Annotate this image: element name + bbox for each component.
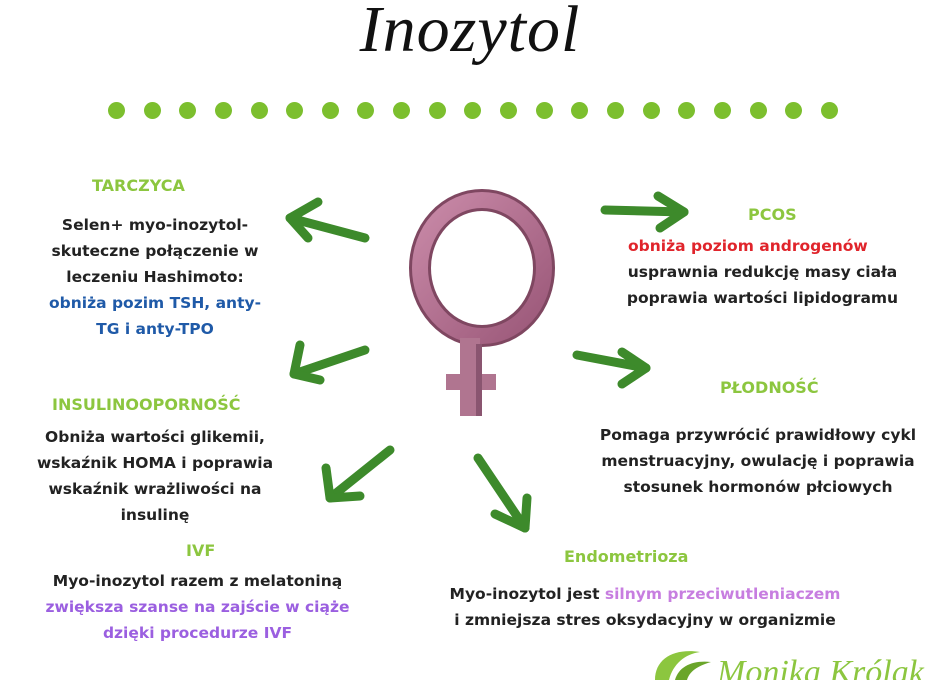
text-ivf: Myo-inozytol razem z melatoniną zwiększa… xyxy=(45,572,350,642)
arrow-to-endometrioza-icon xyxy=(473,453,532,533)
text-plodnosc: Pomaga przywrócić prawidłowy cykl menstr… xyxy=(599,426,917,496)
heading-ivf: IVF xyxy=(186,541,216,560)
arrow-to-insulinoopornosc-icon xyxy=(289,340,370,385)
heading-plodnosc: PŁODNOŚĆ xyxy=(720,378,819,397)
leaf-logo-icon xyxy=(655,651,711,680)
arrow-to-ivf-icon xyxy=(321,445,395,503)
heading-tarczyca: TARCZYCA xyxy=(92,176,185,195)
heading-pcos: PCOS xyxy=(748,205,797,224)
text-pcos: obniża poziom androgenów usprawnia reduk… xyxy=(626,237,899,307)
arrow-to-plodnosc-icon xyxy=(572,347,651,389)
page-title: Inozytol xyxy=(359,0,581,66)
arrow-to-pcos-icon xyxy=(600,191,689,233)
arrow-to-tarczyca-icon xyxy=(285,197,370,243)
dotted-divider xyxy=(108,102,838,122)
heading-insulinoopornosc: INSULINOOPORNOŚĆ xyxy=(52,395,241,414)
brand-logo: Monika Królak xyxy=(645,640,935,680)
female-symbol-icon xyxy=(409,189,555,416)
text-insulinoopornosc: Obniża wartości glikemii, wskaźnik HOMA … xyxy=(36,428,274,524)
text-endometrioza: Myo-inozytol jest silnym przeciwutleniac… xyxy=(449,585,841,629)
heading-endometrioza: Endometrioza xyxy=(564,547,689,566)
text-tarczyca: Selen+ myo-inozytol- skuteczne połączeni… xyxy=(48,216,262,338)
